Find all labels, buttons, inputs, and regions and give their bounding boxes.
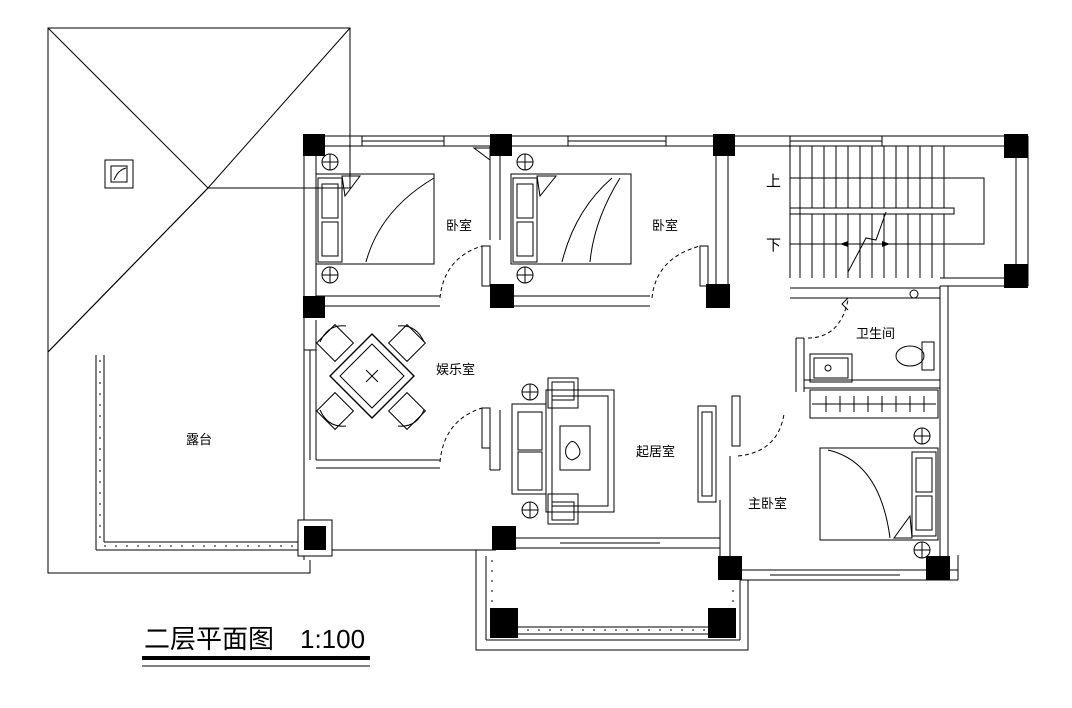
entertainment-room-furniture: 娱乐室 bbox=[315, 323, 491, 463]
stair-treads bbox=[799, 146, 945, 278]
interior-walls bbox=[316, 146, 940, 570]
drawing-scale: 1:100 bbox=[300, 624, 365, 654]
stairs: 上 下 bbox=[766, 146, 985, 278]
room-label-terrace: 露台 bbox=[186, 433, 212, 448]
structural-columns bbox=[297, 134, 1028, 638]
terrace: 露台 bbox=[47, 352, 311, 574]
room-label-bedroom-2: 卧室 bbox=[652, 218, 678, 234]
stair-label-down: 下 bbox=[766, 236, 781, 254]
drawing-title: 二层平面图 bbox=[144, 625, 274, 655]
master-bedroom-furniture: 主卧室 bbox=[748, 389, 939, 559]
room-label-living-room: 起居室 bbox=[636, 444, 675, 460]
room-label-bathroom: 卫生间 bbox=[856, 327, 895, 342]
bedroom-2-furniture: 卧室 bbox=[510, 153, 709, 299]
room-label-entertainment: 娱乐室 bbox=[436, 362, 475, 378]
drawing-title-block: 二层平面图 1:100 bbox=[142, 624, 370, 667]
exterior-walls bbox=[300, 135, 1029, 581]
bathroom-fixtures: 卫生间 bbox=[807, 289, 935, 383]
balcony bbox=[475, 550, 749, 651]
bedroom-1-furniture: 卧室 bbox=[315, 147, 491, 299]
living-room-furniture: 起居室 bbox=[511, 377, 785, 525]
stair-label-up: 上 bbox=[766, 172, 781, 190]
room-label-master-bedroom: 主卧室 bbox=[748, 496, 787, 512]
roof-plan bbox=[47, 27, 351, 354]
room-label-bedroom-1: 卧室 bbox=[446, 218, 472, 234]
